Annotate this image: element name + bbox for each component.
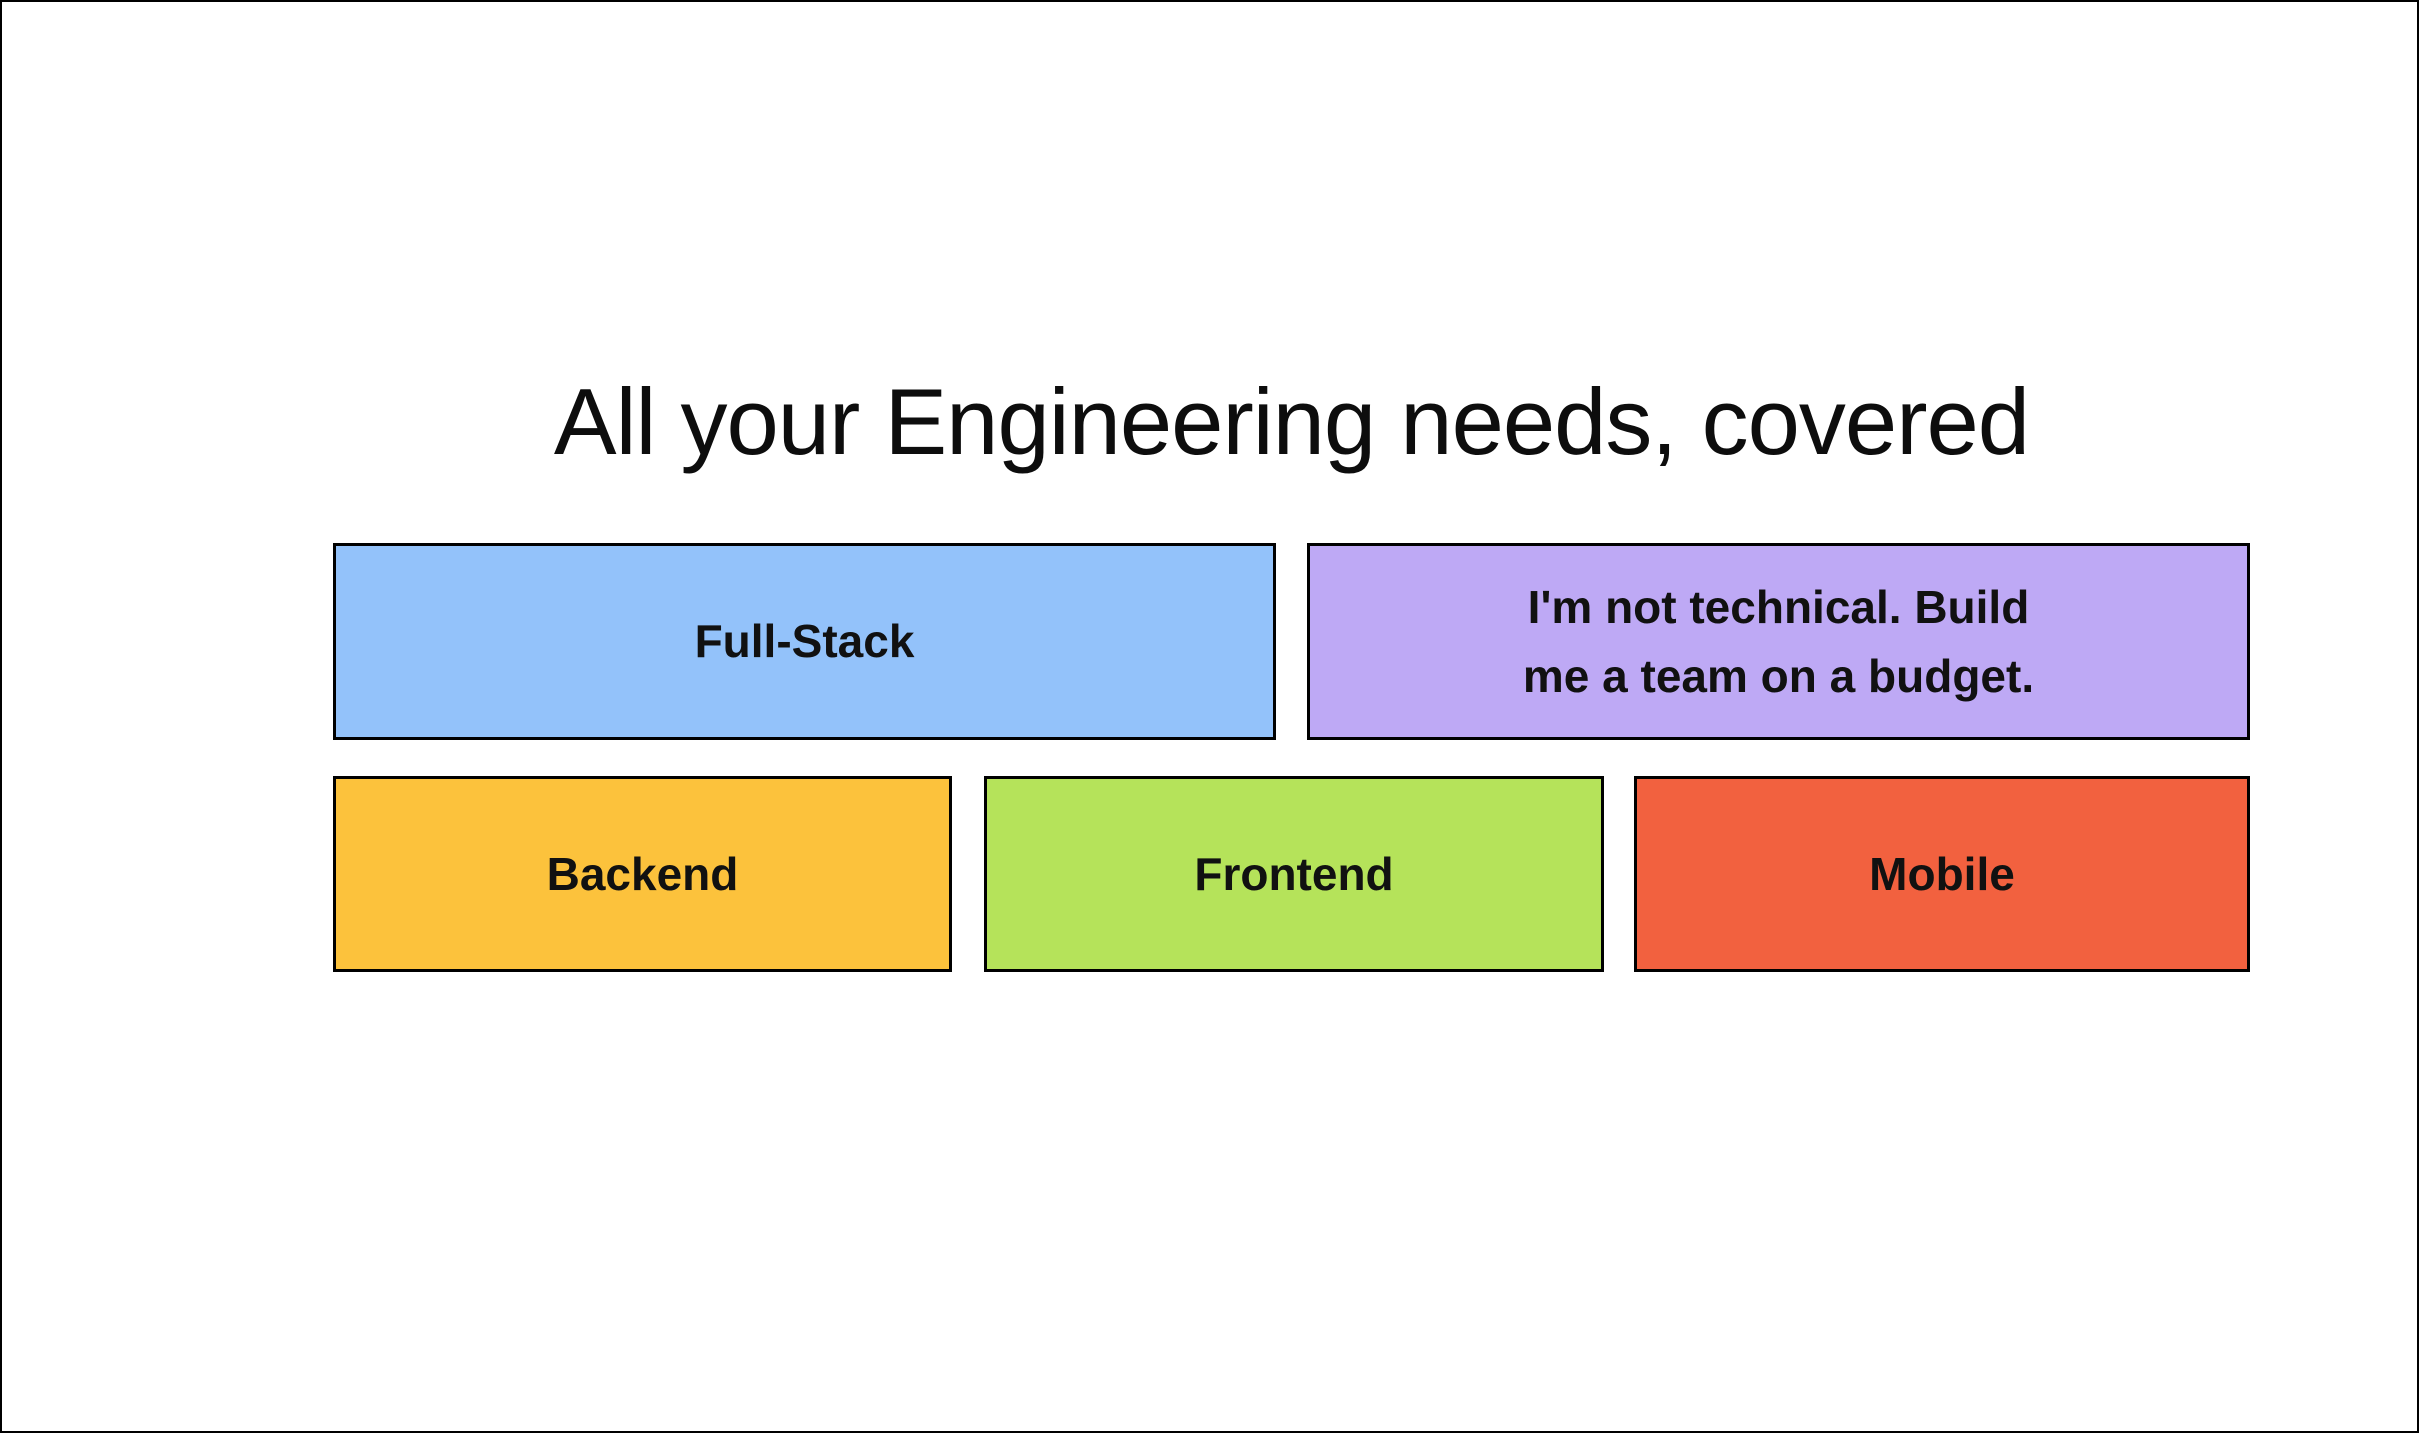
card-full-stack[interactable]: Full-Stack	[333, 543, 1276, 740]
card-mobile[interactable]: Mobile	[1634, 776, 2250, 972]
card-not-technical-line1: I'm not technical. Build	[1527, 580, 2030, 633]
card-backend-label: Backend	[546, 847, 739, 900]
card-frontend[interactable]: Frontend	[984, 776, 1604, 972]
card-not-technical-line2: me a team on a budget.	[1522, 649, 2035, 702]
page-title: All your Engineering needs, covered	[553, 369, 2030, 474]
card-not-technical[interactable]: I'm not technical. Build me a team on a …	[1307, 543, 2250, 740]
card-backend[interactable]: Backend	[333, 776, 952, 972]
card-full-stack-label: Full-Stack	[694, 615, 915, 667]
card-frontend-label: Frontend	[1194, 847, 1394, 900]
card-mobile-label: Mobile	[1869, 847, 2015, 900]
